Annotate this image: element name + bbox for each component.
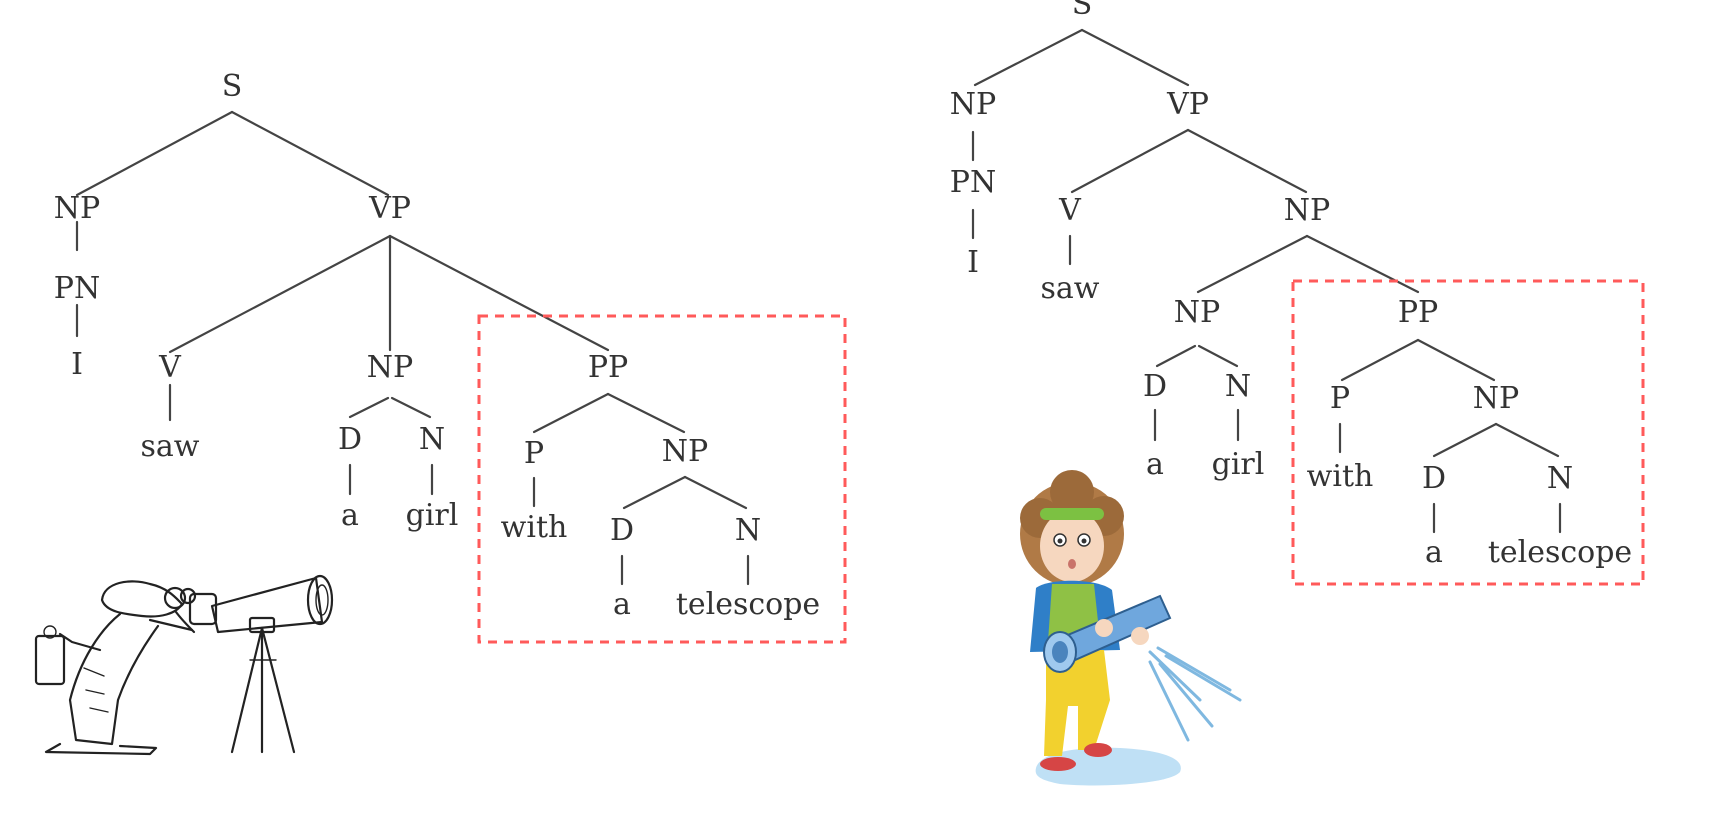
word-girl: girl [406, 498, 459, 533]
node-s: S [222, 69, 243, 104]
word-saw: saw [141, 429, 200, 464]
node-np-subject: NP [54, 191, 100, 226]
word-with: with [501, 510, 568, 545]
node-p: P [524, 436, 544, 471]
pp-highlight-box [477, 314, 847, 644]
node-np-object: NP [367, 350, 413, 385]
node-n: N [419, 422, 445, 457]
word-a: a [1146, 447, 1164, 482]
node-n: N [1547, 461, 1573, 496]
word-i: I [967, 245, 979, 280]
word-a: a [613, 587, 631, 622]
node-pp: PP [588, 350, 628, 385]
word-telescope: telescope [676, 587, 820, 622]
node-n: N [735, 513, 761, 548]
word-saw: saw [1041, 271, 1100, 306]
node-np-object: NP [1284, 193, 1330, 228]
node-pp: PP [1398, 295, 1438, 330]
girl-holding-telescope-illustration [1020, 470, 1242, 786]
node-d: D [1143, 369, 1167, 404]
word-a: a [1425, 535, 1443, 570]
node-pn: PN [54, 271, 100, 306]
node-np-girl: NP [1174, 295, 1220, 330]
node-np-pp: NP [662, 434, 708, 469]
node-p: P [1330, 381, 1350, 416]
pp-highlight-box [1291, 279, 1645, 586]
node-n: N [1225, 369, 1251, 404]
tree-np-attachment: S NP PN I VP V saw NP NP D a N girl PP P… [950, 0, 1645, 586]
tree-edges [971, 28, 1562, 534]
node-pn: PN [950, 165, 996, 200]
word-a: a [341, 498, 359, 533]
node-np-pp: NP [1473, 381, 1519, 416]
node-v: V [158, 350, 182, 385]
node-d: D [610, 513, 634, 548]
node-vp: VP [1166, 87, 1209, 122]
node-np-subject: NP [950, 87, 996, 122]
word-with: with [1307, 459, 1374, 494]
node-d: D [338, 422, 362, 457]
man-with-telescope-illustration [34, 574, 334, 756]
tree-edges [75, 110, 750, 586]
tree-vp-attachment: S NP PN I VP V saw NP D a N girl PP P wi… [54, 69, 847, 644]
word-telescope: telescope [1488, 535, 1632, 570]
node-vp: VP [368, 191, 411, 226]
node-v: V [1058, 193, 1082, 228]
word-i: I [71, 347, 83, 382]
node-d: D [1422, 461, 1446, 496]
word-girl: girl [1212, 447, 1265, 482]
node-s: S [1072, 0, 1093, 22]
